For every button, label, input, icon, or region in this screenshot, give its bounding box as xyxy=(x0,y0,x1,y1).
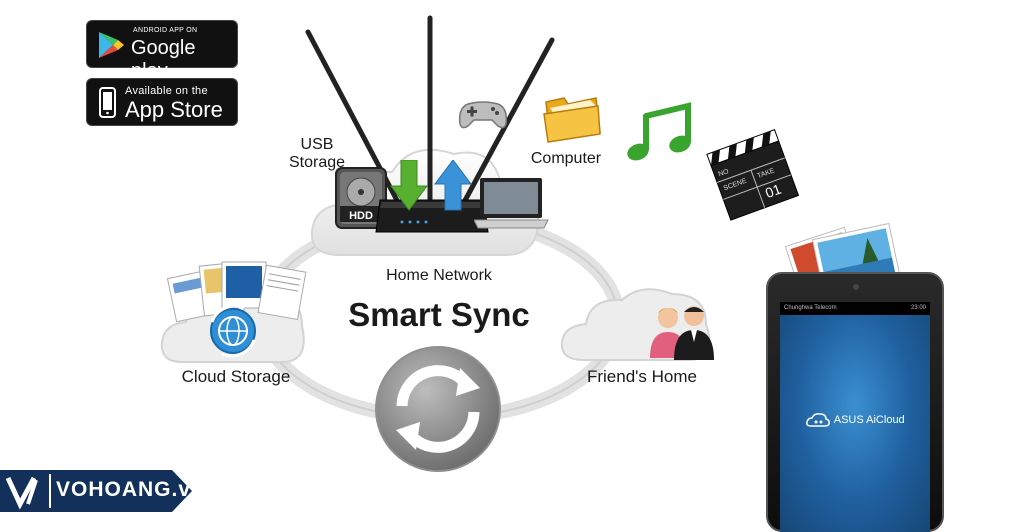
tablet-camera-icon xyxy=(853,284,859,290)
download-arrow-icon xyxy=(390,160,428,211)
smart-sync-title: Smart Sync xyxy=(348,296,530,333)
status-time: 23:00 xyxy=(910,305,926,311)
google-play-big-text: Google play xyxy=(131,37,196,82)
clapper-text-1: NO xyxy=(717,168,730,178)
usb-storage-label: USB Storage xyxy=(282,136,352,172)
status-carrier: Chunghwa Telecom xyxy=(784,305,837,311)
aicloud-app[interactable]: ASUS AiCloud xyxy=(780,412,930,428)
sync-icon[interactable] xyxy=(372,344,504,474)
globe-sync-icon xyxy=(210,304,256,358)
computer-label: Computer xyxy=(530,150,602,167)
home-network-label: Home Network xyxy=(386,267,492,284)
app-store-big-text: App Store xyxy=(125,97,223,122)
aicloud-icon xyxy=(806,413,831,427)
app-store-badge[interactable]: Available on the App Store xyxy=(86,78,238,126)
watermark-banner xyxy=(0,470,192,512)
google-play-icon xyxy=(99,32,124,58)
clapperboard-icon: NO SCENE TAKE 01 xyxy=(706,129,800,221)
game-controller-icon xyxy=(458,101,508,129)
music-note-icon xyxy=(627,102,691,161)
documents-icon xyxy=(166,261,307,323)
watermark-text: VOHOANG.vn xyxy=(56,478,205,501)
status-bar: Chunghwa Telecom 23:00 xyxy=(780,302,930,315)
friends-home-label: Friend's Home xyxy=(586,367,697,386)
laptop-icon xyxy=(474,178,549,229)
people-icon xyxy=(650,306,714,360)
aicloud-label: ASUS AiCloud xyxy=(833,413,905,426)
google-play-badge[interactable]: ANDROID APP ON Google play xyxy=(86,20,238,82)
tablet-device: Chunghwa Telecom 23:00 ASUS AiCloud xyxy=(766,272,944,532)
vohoang-watermark: VOHOANG.vn xyxy=(0,470,204,512)
upload-arrow-icon xyxy=(434,160,472,211)
phone-icon xyxy=(99,87,116,118)
google-play-small-text: ANDROID APP ON xyxy=(133,27,198,34)
tablet-screen[interactable]: Chunghwa Telecom 23:00 ASUS AiCloud xyxy=(780,302,930,532)
hdd-icon: HDD xyxy=(335,167,387,229)
folder-icon xyxy=(543,97,601,143)
usb-storage-line1: USB xyxy=(300,136,334,153)
clapper-number: 01 xyxy=(763,181,783,201)
usb-storage-line2: Storage xyxy=(288,154,346,171)
cloud-storage-label: Cloud Storage xyxy=(181,367,291,386)
hdd-label: HDD xyxy=(349,210,373,222)
app-store-small-text: Available on the xyxy=(125,85,208,97)
